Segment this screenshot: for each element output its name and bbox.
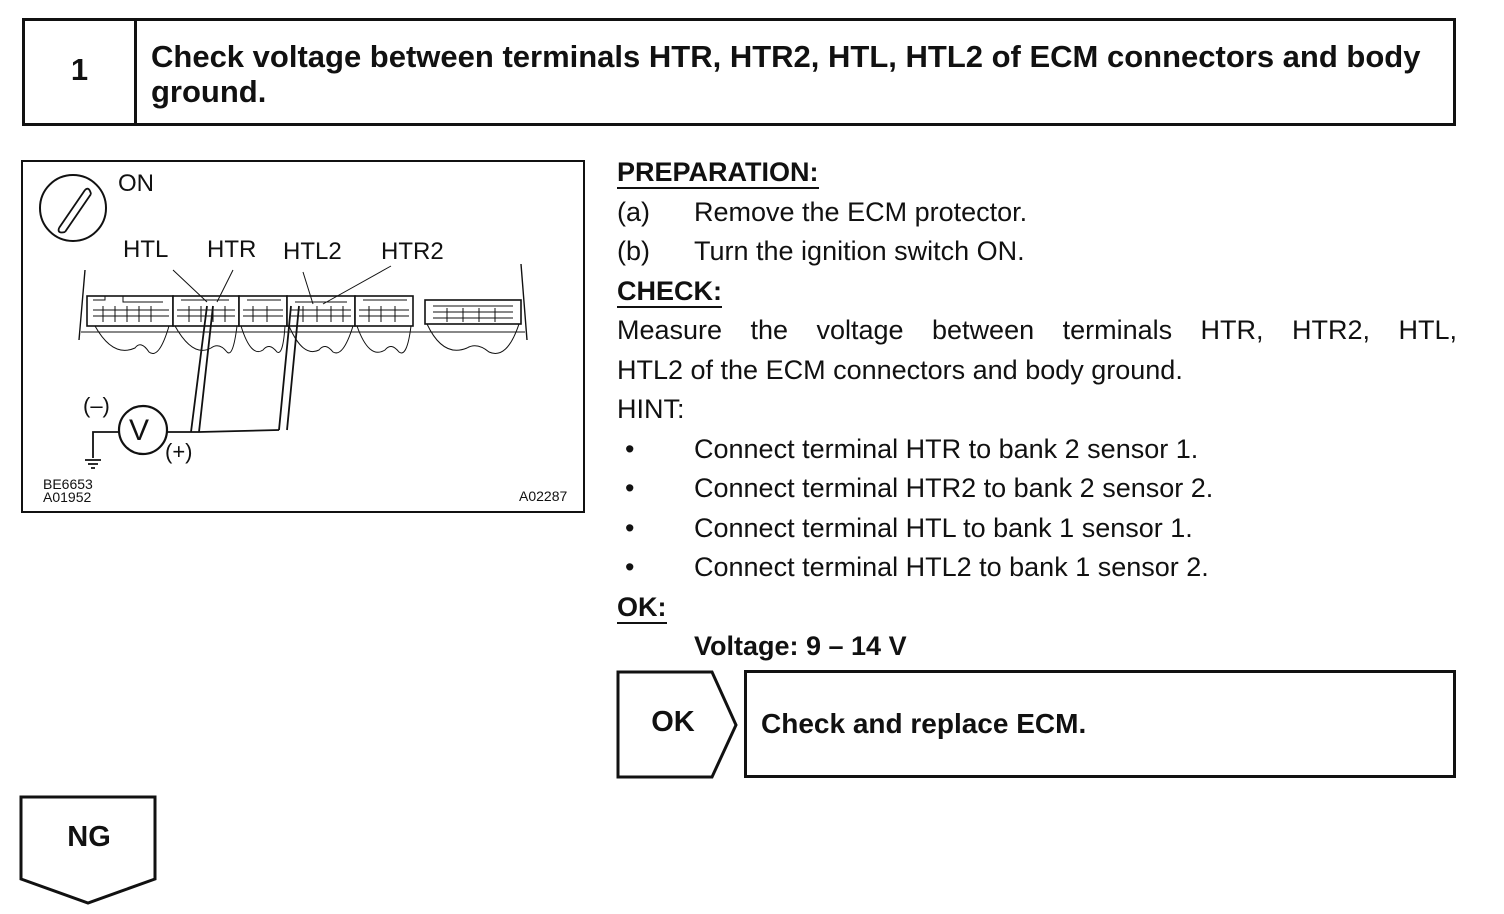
figure-code-1: BE6653 [43, 476, 93, 492]
hint-label: HINT: [617, 394, 685, 424]
bullet: • [625, 434, 635, 464]
hint-text: Connect terminal HTL2 to bank 1 sensor 2… [694, 552, 1209, 582]
prep-step-marker: (b) [617, 236, 650, 266]
terminal-label-htr2: HTR2 [381, 238, 444, 265]
ok-result-box: Check and replace ECM. [744, 670, 1456, 778]
ok-arrow [616, 670, 738, 779]
step-number: 1 [25, 21, 137, 123]
ignition-on-label: ON [118, 170, 154, 197]
prep-step-text: Turn the ignition switch ON. [694, 236, 1025, 266]
ecm-connector-diagram [39, 174, 528, 469]
ecm-connectors [86, 295, 522, 327]
bullet: • [625, 513, 635, 543]
ng-arrow-label: NG [67, 821, 111, 853]
ok-result-action: Check and replace ECM. [761, 708, 1087, 739]
bullet: • [625, 552, 635, 582]
figure-code-3: A02287 [519, 488, 568, 504]
preparation-heading: PREPARATION: [617, 157, 819, 189]
step-header: 1 Check voltage between terminals HTR, H… [22, 18, 1456, 126]
terminal-label-htl: HTL [123, 236, 169, 263]
check-text-line2: HTL2 of the ECM connectors and body grou… [617, 355, 1183, 385]
hint-text: Connect terminal HTL to bank 1 sensor 1. [694, 513, 1193, 543]
hint-text: Connect terminal HTR to bank 2 sensor 1. [694, 434, 1199, 464]
voltage-spec: Voltage: 9 – 14 V [694, 631, 907, 661]
voltmeter-icon [117, 404, 169, 456]
step-title: Check voltage between terminals HTR, HTR… [151, 39, 1421, 109]
probe-leads [85, 305, 300, 469]
ok-arrow-label: OK [651, 706, 695, 738]
check-text-line1: Measure the voltage between terminals HT… [617, 315, 1457, 345]
meter-minus-label: (–) [83, 393, 110, 418]
prep-step-marker: (a) [617, 197, 650, 227]
ignition-key-icon [39, 174, 107, 242]
hint-text: Connect terminal HTR2 to bank 2 sensor 2… [694, 473, 1214, 503]
figure-code-2: A01952 [43, 489, 92, 505]
prep-step-text: Remove the ECM protector. [694, 197, 1028, 227]
terminal-label-htr: HTR [207, 236, 257, 263]
terminal-label-htl2: HTL2 [283, 238, 342, 265]
wiring-figure: ON HTL HTR HTL2 HTR2 V (–) (+) BE6653 A0… [21, 160, 585, 513]
check-heading: CHECK: [617, 276, 722, 308]
bullet: • [625, 473, 635, 503]
ng-arrow [19, 795, 157, 905]
meter-plus-label: (+) [165, 439, 193, 464]
ok-heading: OK: [617, 592, 667, 624]
voltmeter-symbol: V [129, 414, 150, 447]
